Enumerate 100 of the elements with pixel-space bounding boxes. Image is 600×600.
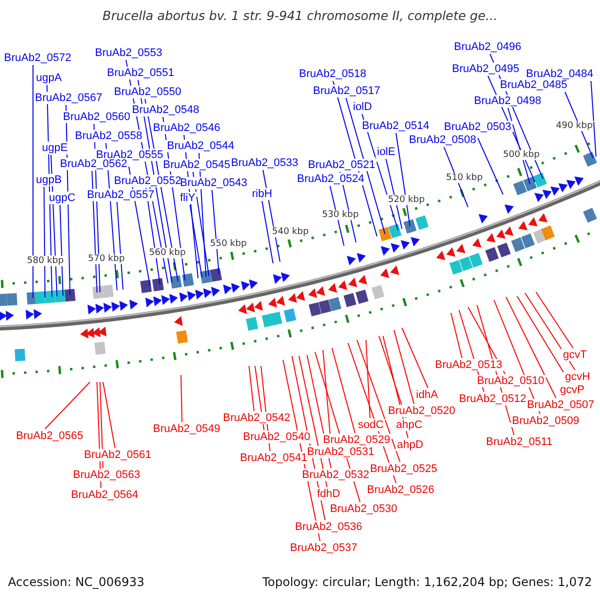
- leader-line: [366, 340, 370, 418]
- gene-label: BruAb2_0517: [313, 85, 380, 97]
- position-label: 490 kbp: [556, 121, 593, 131]
- position-label: 540 kbp: [272, 227, 309, 237]
- leader-line: [450, 312, 462, 358]
- gene-label: BruAb2_0567: [35, 92, 102, 104]
- leader-line: [394, 330, 414, 404]
- gene-label: BruAb2_0549: [153, 423, 220, 435]
- gene-label: BruAb2_0537: [290, 542, 358, 554]
- gene-label: sodC: [358, 419, 384, 431]
- leader-line: [32, 64, 34, 299]
- leader-line: [356, 340, 400, 462]
- leader-line: [126, 60, 168, 284]
- gene-label: BruAb2_0507: [527, 399, 594, 411]
- position-label: 560 kbp: [149, 248, 186, 258]
- gene-label: BruAb2_0532: [302, 469, 370, 481]
- gene-label: fliY: [180, 192, 196, 204]
- leader-line: [184, 134, 198, 279]
- gene-label: BruAb2_0512: [459, 393, 526, 405]
- leader-line: [332, 80, 378, 237]
- gene-label: BruAb2_0518: [299, 68, 366, 80]
- leader-line: [314, 352, 360, 502]
- leader-line: [162, 116, 186, 281]
- gene-label: BruAb2_0540: [243, 431, 310, 443]
- leader-line: [444, 146, 468, 208]
- leader-line: [44, 382, 90, 430]
- gene-label: BruAb2_0550: [114, 86, 182, 98]
- gene-label: BruAb2_0565: [16, 430, 84, 442]
- position-label: 510 kbp: [446, 173, 483, 183]
- gene-label: ugpC: [49, 192, 76, 204]
- position-label: 530 kbp: [322, 210, 359, 220]
- leader-line: [66, 104, 70, 296]
- leader-line: [102, 382, 116, 448]
- leader-line: [50, 154, 58, 297]
- gene-label: BruAb2_0542: [223, 412, 290, 424]
- gene-label: BruAb2_0526: [367, 484, 434, 496]
- leader-line: [192, 172, 210, 277]
- leader-line: [190, 204, 202, 278]
- gene-label: BruAb2_0557: [87, 189, 154, 201]
- leader-line: [340, 172, 356, 243]
- leader-line: [332, 348, 356, 434]
- gene-label: BruAb2_0543: [180, 177, 248, 189]
- leader-line: [180, 374, 182, 422]
- gene-label: ahpD: [397, 439, 424, 451]
- gene-label: BruAb2_0536: [295, 521, 362, 533]
- leader-line: [262, 170, 280, 262]
- leader-line: [476, 304, 514, 436]
- gene-label: BruAb2_0551: [107, 67, 174, 79]
- leader-line: [330, 186, 344, 246]
- gene-label: BruAb2_0544: [167, 140, 234, 152]
- gene-label: BruAb2_0572: [4, 52, 72, 64]
- gene-label: BruAb2_0495: [452, 63, 520, 75]
- gene-label: BruAb2_0545: [163, 159, 230, 171]
- leader-line: [100, 382, 104, 468]
- position-label: 500 kbp: [503, 150, 540, 160]
- leader-line: [468, 306, 506, 374]
- gene-label: BruAb2_0508: [409, 134, 476, 146]
- leader-line: [254, 366, 264, 430]
- gene-label: ahpC: [396, 419, 422, 431]
- accession-text: Accession: NC_006933: [8, 575, 144, 589]
- leader-line: [46, 84, 52, 298]
- gene-label: BruAb2_0531: [307, 446, 374, 458]
- gene-label: iolD: [353, 101, 372, 113]
- gene-label: ugpE: [42, 142, 68, 154]
- gene-label: BruAb2_0546: [153, 122, 220, 134]
- gene-label: BruAb2_0530: [330, 503, 398, 515]
- gene-label: BruAb2_0553: [95, 47, 162, 59]
- position-label: 520 kbp: [388, 195, 425, 205]
- gene-label: BruAb2_0552: [114, 175, 182, 187]
- gene-label: BruAb2_0514: [362, 120, 430, 132]
- gene-label: BruAb2_0564: [71, 489, 138, 501]
- gene-label: BruAb2_0561: [84, 449, 152, 461]
- leader-line: [116, 202, 124, 290]
- gene-label: fdhD: [317, 488, 340, 500]
- gene-label: BruAb2_0524: [297, 173, 364, 185]
- gene-label: ribH: [252, 188, 272, 200]
- gene-label: BruAb2_0511: [486, 436, 552, 448]
- leader-line: [292, 356, 326, 520]
- gene-label: ugpA: [36, 72, 62, 84]
- leader-line: [524, 292, 576, 370]
- leader-line: [488, 76, 536, 183]
- gene-label: BruAb2_0558: [75, 130, 142, 142]
- leader-line: [362, 114, 398, 231]
- leader-line: [396, 132, 410, 227]
- gene-label: idhA: [416, 389, 438, 401]
- gene-label: BruAb2_0529: [323, 434, 390, 446]
- gene-label: BruAb2_0555: [96, 149, 164, 161]
- leader-line: [590, 80, 596, 158]
- position-label: 580 kbp: [27, 256, 64, 266]
- gene-label: BruAb2_0525: [370, 463, 438, 475]
- gene-label: BruAb2_0548: [132, 104, 200, 116]
- map-title: Brucella abortus bv. 1 str. 9-941 chromosome II, complete ge...: [102, 8, 498, 23]
- gene-label: BruAb2_0560: [63, 111, 130, 123]
- gene-label: BruAb2_0541: [240, 452, 308, 464]
- leader-line: [490, 54, 544, 180]
- gene-label: BruAb2_0503: [444, 121, 512, 133]
- leader-line: [262, 200, 274, 264]
- leader-line: [96, 382, 102, 488]
- gene-label: BruAb2_0521: [308, 159, 376, 171]
- leader-line: [60, 204, 64, 296]
